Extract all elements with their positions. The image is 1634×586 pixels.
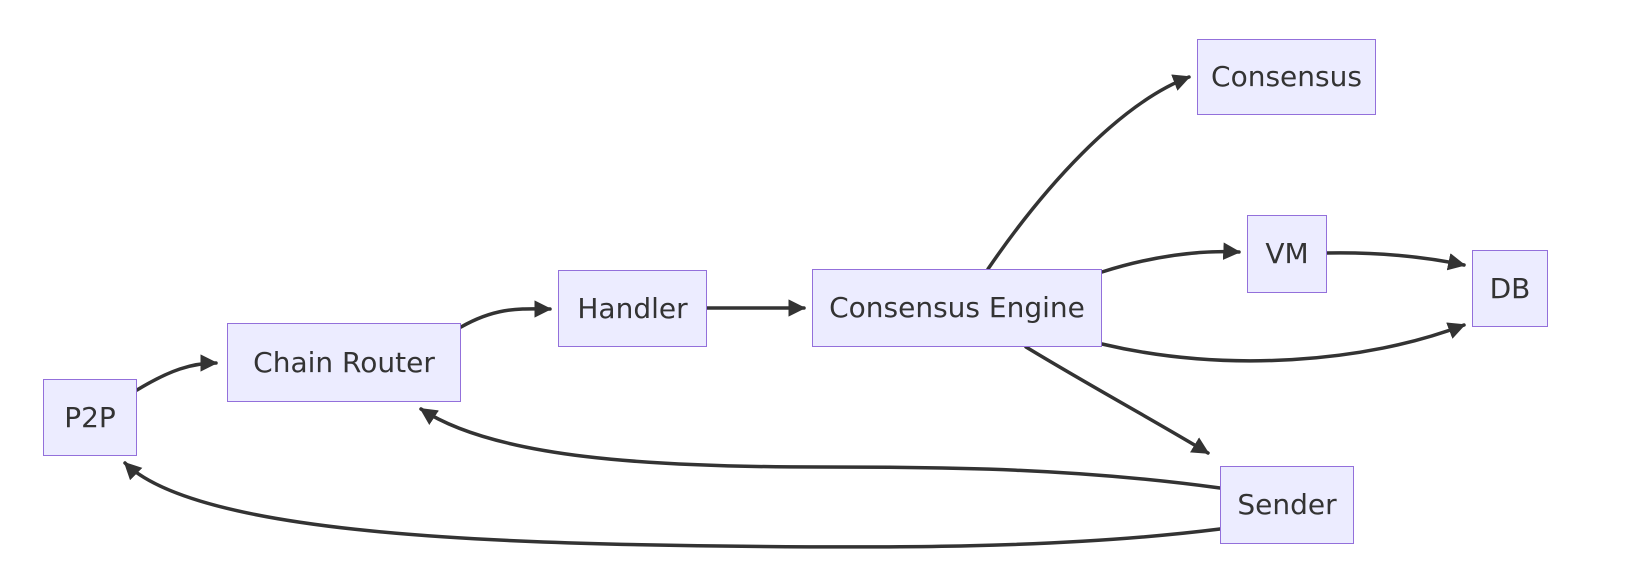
- node-vm: VM: [1247, 215, 1327, 293]
- edge-consensus-engine-to-consensus: [986, 74, 1191, 271]
- node-chain-router: Chain Router: [227, 323, 461, 402]
- edge-consensus-engine-to-db: [1100, 322, 1466, 363]
- edge-consensus-engine-to-vm: [1100, 242, 1241, 274]
- node-chain-router-label: Chain Router: [253, 345, 435, 379]
- edge-sender-to-p2p: [123, 461, 1222, 549]
- node-consensus-engine: Consensus Engine: [812, 269, 1102, 347]
- node-db: DB: [1472, 250, 1548, 327]
- edge-consensus-engine-to-sender: [1024, 345, 1210, 455]
- node-p2p: P2P: [43, 379, 137, 456]
- node-db-label: DB: [1489, 271, 1531, 305]
- node-consensus: Consensus: [1197, 39, 1376, 115]
- edge-chain-router-to-handler: [459, 300, 552, 329]
- node-p2p-label: P2P: [64, 400, 116, 434]
- edge-p2p-to-chain-router: [135, 354, 218, 392]
- node-sender: Sender: [1220, 466, 1354, 544]
- edge-sender-to-chain-router: [419, 407, 1222, 490]
- node-consensus-engine-label: Consensus Engine: [829, 291, 1085, 324]
- node-sender-label: Sender: [1237, 488, 1337, 521]
- edge-vm-to-db: [1325, 251, 1466, 271]
- node-handler-label: Handler: [577, 291, 688, 325]
- node-vm-label: VM: [1265, 237, 1309, 270]
- node-consensus-label: Consensus: [1211, 60, 1362, 93]
- node-handler: Handler: [558, 270, 707, 347]
